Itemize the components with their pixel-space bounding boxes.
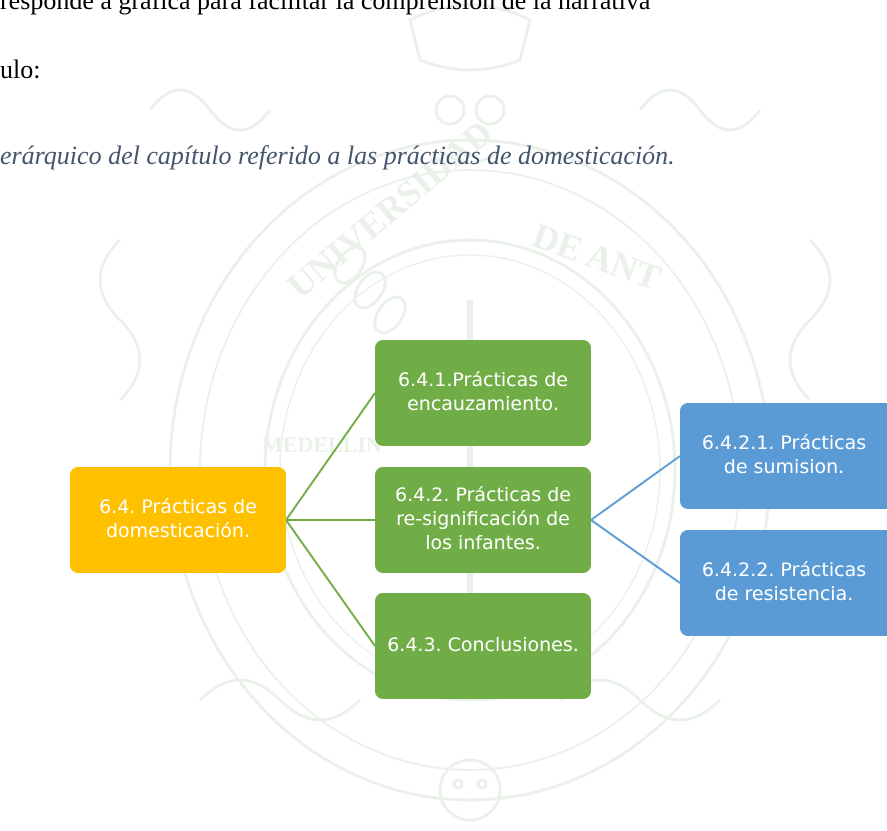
diagram-node-resistencia: 6.4.2.2. Prácticas de resistencia. <box>680 530 887 636</box>
connector-root-child-3 <box>285 519 376 647</box>
diagram-node-resignificacion: 6.4.2. Prácticas de re-significación de … <box>375 467 591 573</box>
connector-child-2-grandchild-1 <box>590 455 681 521</box>
connector-child-2-grandchild-2 <box>590 519 681 584</box>
diagram-node-encauzamiento: 6.4.1.Prácticas de encauzamiento. <box>375 340 591 446</box>
body-text-line-2: ulo: <box>0 55 41 84</box>
connector-root-child-1 <box>285 392 376 521</box>
figure-caption: erárquico del capítulo referido a las pr… <box>0 141 675 170</box>
diagram-node-conclusiones: 6.4.3. Conclusiones. <box>375 593 591 699</box>
svg-text:MEDELLIN: MEDELLIN <box>262 432 382 457</box>
body-text-line-1: responde a gráfica para facilitar la com… <box>0 0 651 15</box>
diagram-node-root: 6.4. Prácticas de domesticación. <box>70 467 286 573</box>
diagram-node-sumision: 6.4.2.1. Prácticas de sumision. <box>680 403 887 509</box>
